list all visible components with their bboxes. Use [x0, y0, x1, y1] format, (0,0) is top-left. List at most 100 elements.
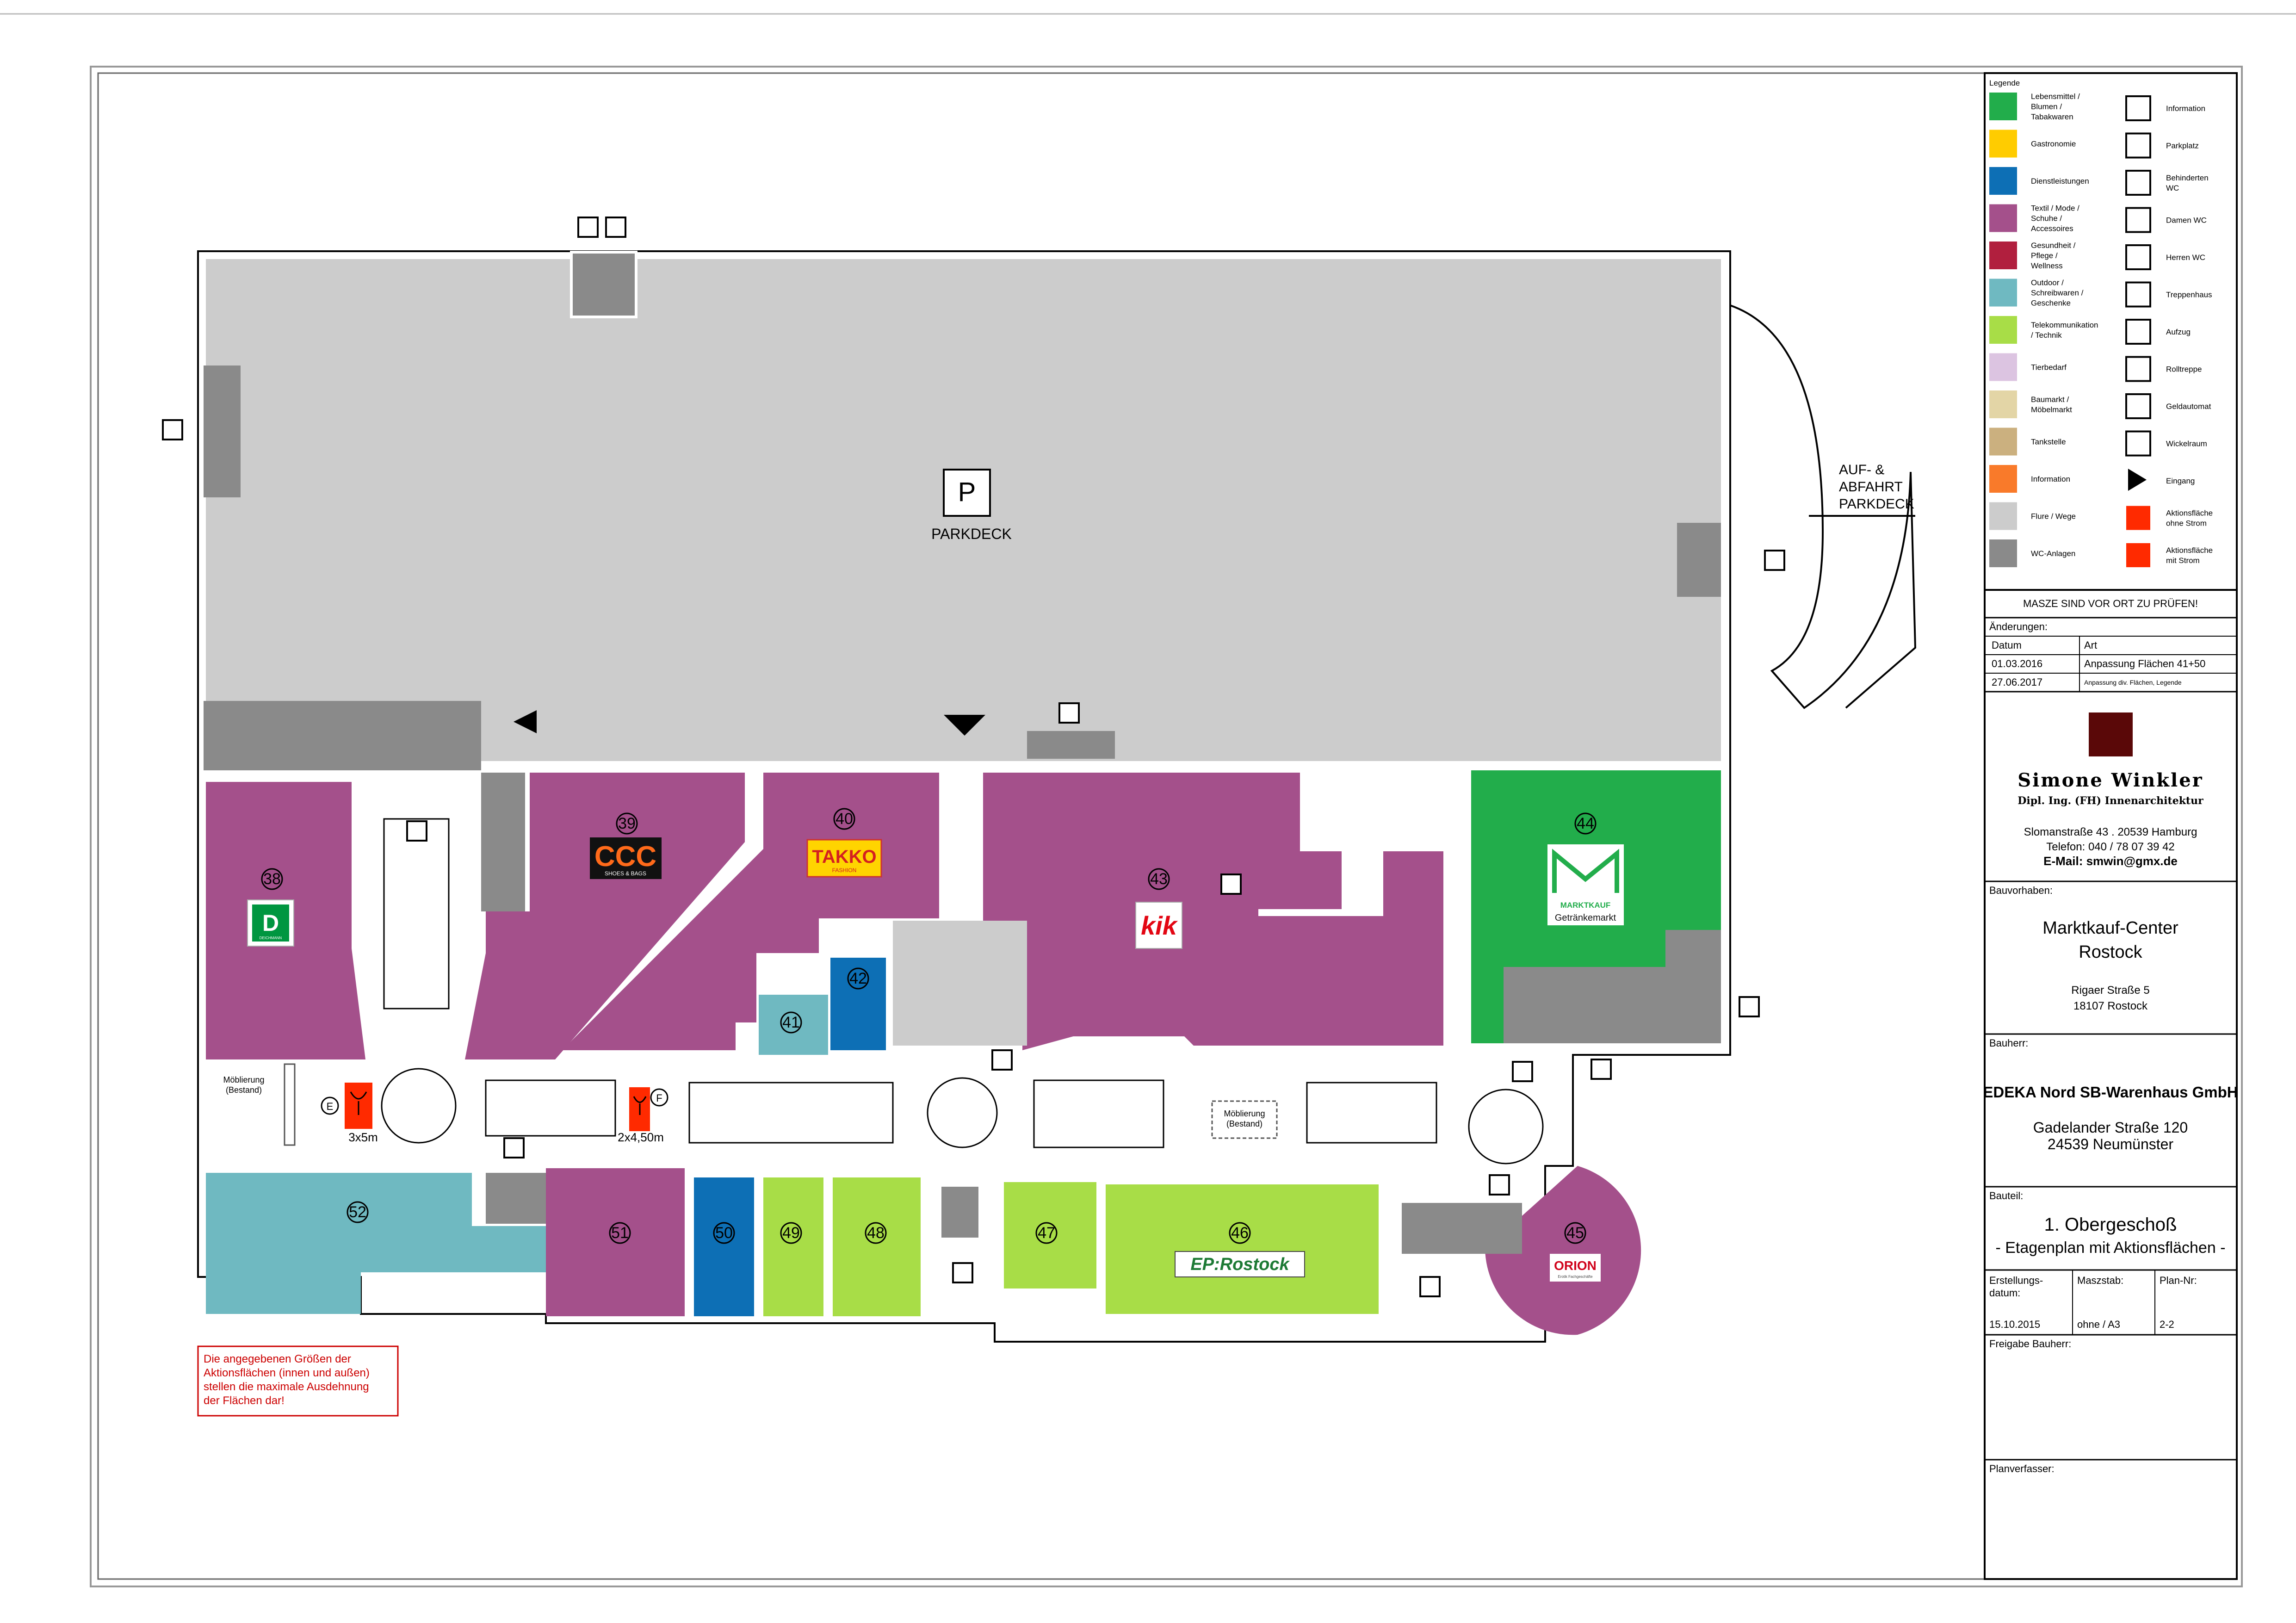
- unit-label-50[interactable]: 50: [713, 1222, 735, 1244]
- architect-title: Dipl. Ing. (FH) Innenarchitektur: [2018, 795, 2203, 807]
- kik-logo-bg: [1135, 902, 1182, 949]
- unit-number: 47: [1038, 1224, 1055, 1242]
- wc-block-45: [1402, 1203, 1522, 1254]
- client-city: 24539 Neumünster: [2048, 1136, 2174, 1152]
- elevator-icon: [1489, 1174, 1510, 1196]
- legend-swatch: [1989, 353, 2017, 381]
- legend-swatch: [1989, 502, 2017, 530]
- stairs-icon: [503, 1137, 525, 1158]
- note-line-3: stellen die maximale Ausdehnung: [204, 1381, 369, 1393]
- bauteil-label: Bauteil:: [1989, 1190, 2023, 1202]
- unit-41: [759, 995, 828, 1055]
- accessible-wc-icon: [2125, 170, 2151, 196]
- change-date: 27.06.2017: [1992, 676, 2042, 688]
- legend-swatch: [1989, 93, 2017, 120]
- power-symbol: [633, 1096, 647, 1115]
- women-wc-icon: [2125, 207, 2151, 233]
- entrance-arrow-icon: [514, 710, 537, 733]
- elevator-icon: [577, 217, 599, 238]
- unit-label-49[interactable]: 49: [780, 1222, 802, 1244]
- action-area-f[interactable]: F 2x4,50m: [618, 1087, 668, 1144]
- unit-50: [694, 1177, 754, 1316]
- erstellung-value: 15.10.2015: [1989, 1319, 2040, 1330]
- title-block: MASZE SIND VOR ORT ZU PRÜFEN! Änderungen…: [1983, 598, 2238, 1474]
- bauherr-label: Bauherr:: [1989, 1037, 2028, 1049]
- legend-symbol-label: Parkplatz: [2166, 142, 2199, 150]
- legend-color-label: Outdoor /: [2031, 279, 2064, 287]
- unit-label-43[interactable]: 43: [1148, 868, 1170, 890]
- action-area-icon: [2126, 506, 2150, 530]
- takko-logo-bg: [806, 839, 882, 878]
- unit-label-51[interactable]: 51: [609, 1222, 631, 1244]
- unit-number-circle: [847, 967, 869, 990]
- atrium-void-3: [1468, 1089, 1544, 1165]
- ramp-label-1: AUF- &: [1839, 462, 1884, 477]
- unit-label-42[interactable]: 42: [847, 967, 869, 990]
- corridor-43: [893, 921, 1027, 1046]
- parking-icon: [2125, 132, 2151, 159]
- unit-label-52[interactable]: 52: [347, 1201, 369, 1223]
- project-city: 18107 Rostock: [2073, 1000, 2148, 1012]
- unit-number-circle: [347, 1201, 369, 1223]
- moeblierung-center-hatch: [1211, 1100, 1278, 1139]
- unit-number: 52: [349, 1203, 366, 1221]
- action-area-e[interactable]: E 3x5m: [321, 1083, 378, 1144]
- takko-logo-sub: FASHION: [832, 867, 857, 873]
- deichmann-logo-letter: D: [262, 910, 279, 936]
- unit-label-48[interactable]: 48: [865, 1222, 887, 1244]
- legend-title: Legende: [1989, 79, 2020, 87]
- unit-label-45[interactable]: 45: [1564, 1222, 1586, 1244]
- legend-swatch: [1989, 242, 2017, 269]
- unit-39: [465, 773, 745, 1059]
- plannr-label: Plan-Nr:: [2160, 1275, 2197, 1286]
- unit-49: [763, 1177, 823, 1316]
- unit-label-38[interactable]: 38: [261, 868, 283, 890]
- unit-number-circle: [780, 1011, 802, 1034]
- action-area-size: 2x4,50m: [618, 1130, 664, 1144]
- marktkauf-logo-text: MARKTKAUF: [1560, 901, 1611, 910]
- marktkauf-logo: MARKTKAUF Getränkemarkt: [1547, 844, 1624, 925]
- unit-46: [1106, 1184, 1379, 1314]
- action-area-letter-circle: [650, 1088, 668, 1107]
- unit-number-circle: [1574, 812, 1597, 835]
- legend-color-list: Lebensmittel /Blumen /TabakwarenGastrono…: [1989, 92, 2098, 567]
- legend-swatch: [1989, 390, 2017, 418]
- legend-color-label: / Technik: [2031, 331, 2062, 340]
- architect-logo: [2089, 712, 2133, 756]
- sheet-border-outer: [90, 66, 2243, 1587]
- wc-core-nw: [570, 251, 637, 318]
- legend-color-item: Telekommunikation/ Technik: [1989, 316, 2098, 344]
- legend-symbol-label: Damen WC: [2166, 216, 2207, 225]
- unit-label-40[interactable]: 40: [833, 808, 855, 830]
- unit-44-core: [1638, 930, 1721, 1043]
- col-datum: Datum: [1992, 639, 2022, 651]
- ccc-logo-bg: [590, 837, 662, 879]
- legend-color-label: Wellness: [2031, 261, 2063, 270]
- info-note-box: Die angegebenen Größen der Aktionsfläche…: [197, 1345, 399, 1417]
- maszstab-label: Maszstab:: [2077, 1275, 2123, 1286]
- stairs-icon: [2125, 281, 2151, 308]
- unit-number-circle: [609, 1222, 631, 1244]
- entrance-arrow-icon: [944, 715, 985, 736]
- marktkauf-logo-sub: Getränkemarkt: [1555, 913, 1616, 923]
- unit-48: [833, 1177, 921, 1316]
- takko-logo-text: TAKKO: [812, 847, 876, 867]
- baby-changing-icon: [2125, 430, 2151, 457]
- unit-label-41[interactable]: 41: [780, 1011, 802, 1034]
- legend-swatch: [1989, 316, 2017, 344]
- legend-color-label: Gastronomie: [2031, 140, 2076, 149]
- legend-symbol-label: ohne Strom: [2166, 519, 2207, 528]
- power-symbol: [350, 1091, 367, 1115]
- legend-color-label: Tankstelle: [2031, 438, 2066, 446]
- unit-label-39[interactable]: 39: [616, 812, 638, 835]
- ccc-logo: CCC SHOES & BAGS: [590, 837, 662, 879]
- unit-label-47[interactable]: 47: [1035, 1222, 1058, 1244]
- legend-color-item: Dienstleistungen: [1989, 167, 2089, 195]
- maszstab-value: ohne / A3: [2077, 1319, 2120, 1330]
- unit-label-46[interactable]: 46: [1229, 1222, 1251, 1244]
- plannr-value: 2-2: [2160, 1319, 2174, 1330]
- escalator-void: [383, 818, 450, 1010]
- unit-label-44[interactable]: 44: [1574, 812, 1597, 835]
- legend-symbol-item: Wickelraum: [2125, 430, 2207, 457]
